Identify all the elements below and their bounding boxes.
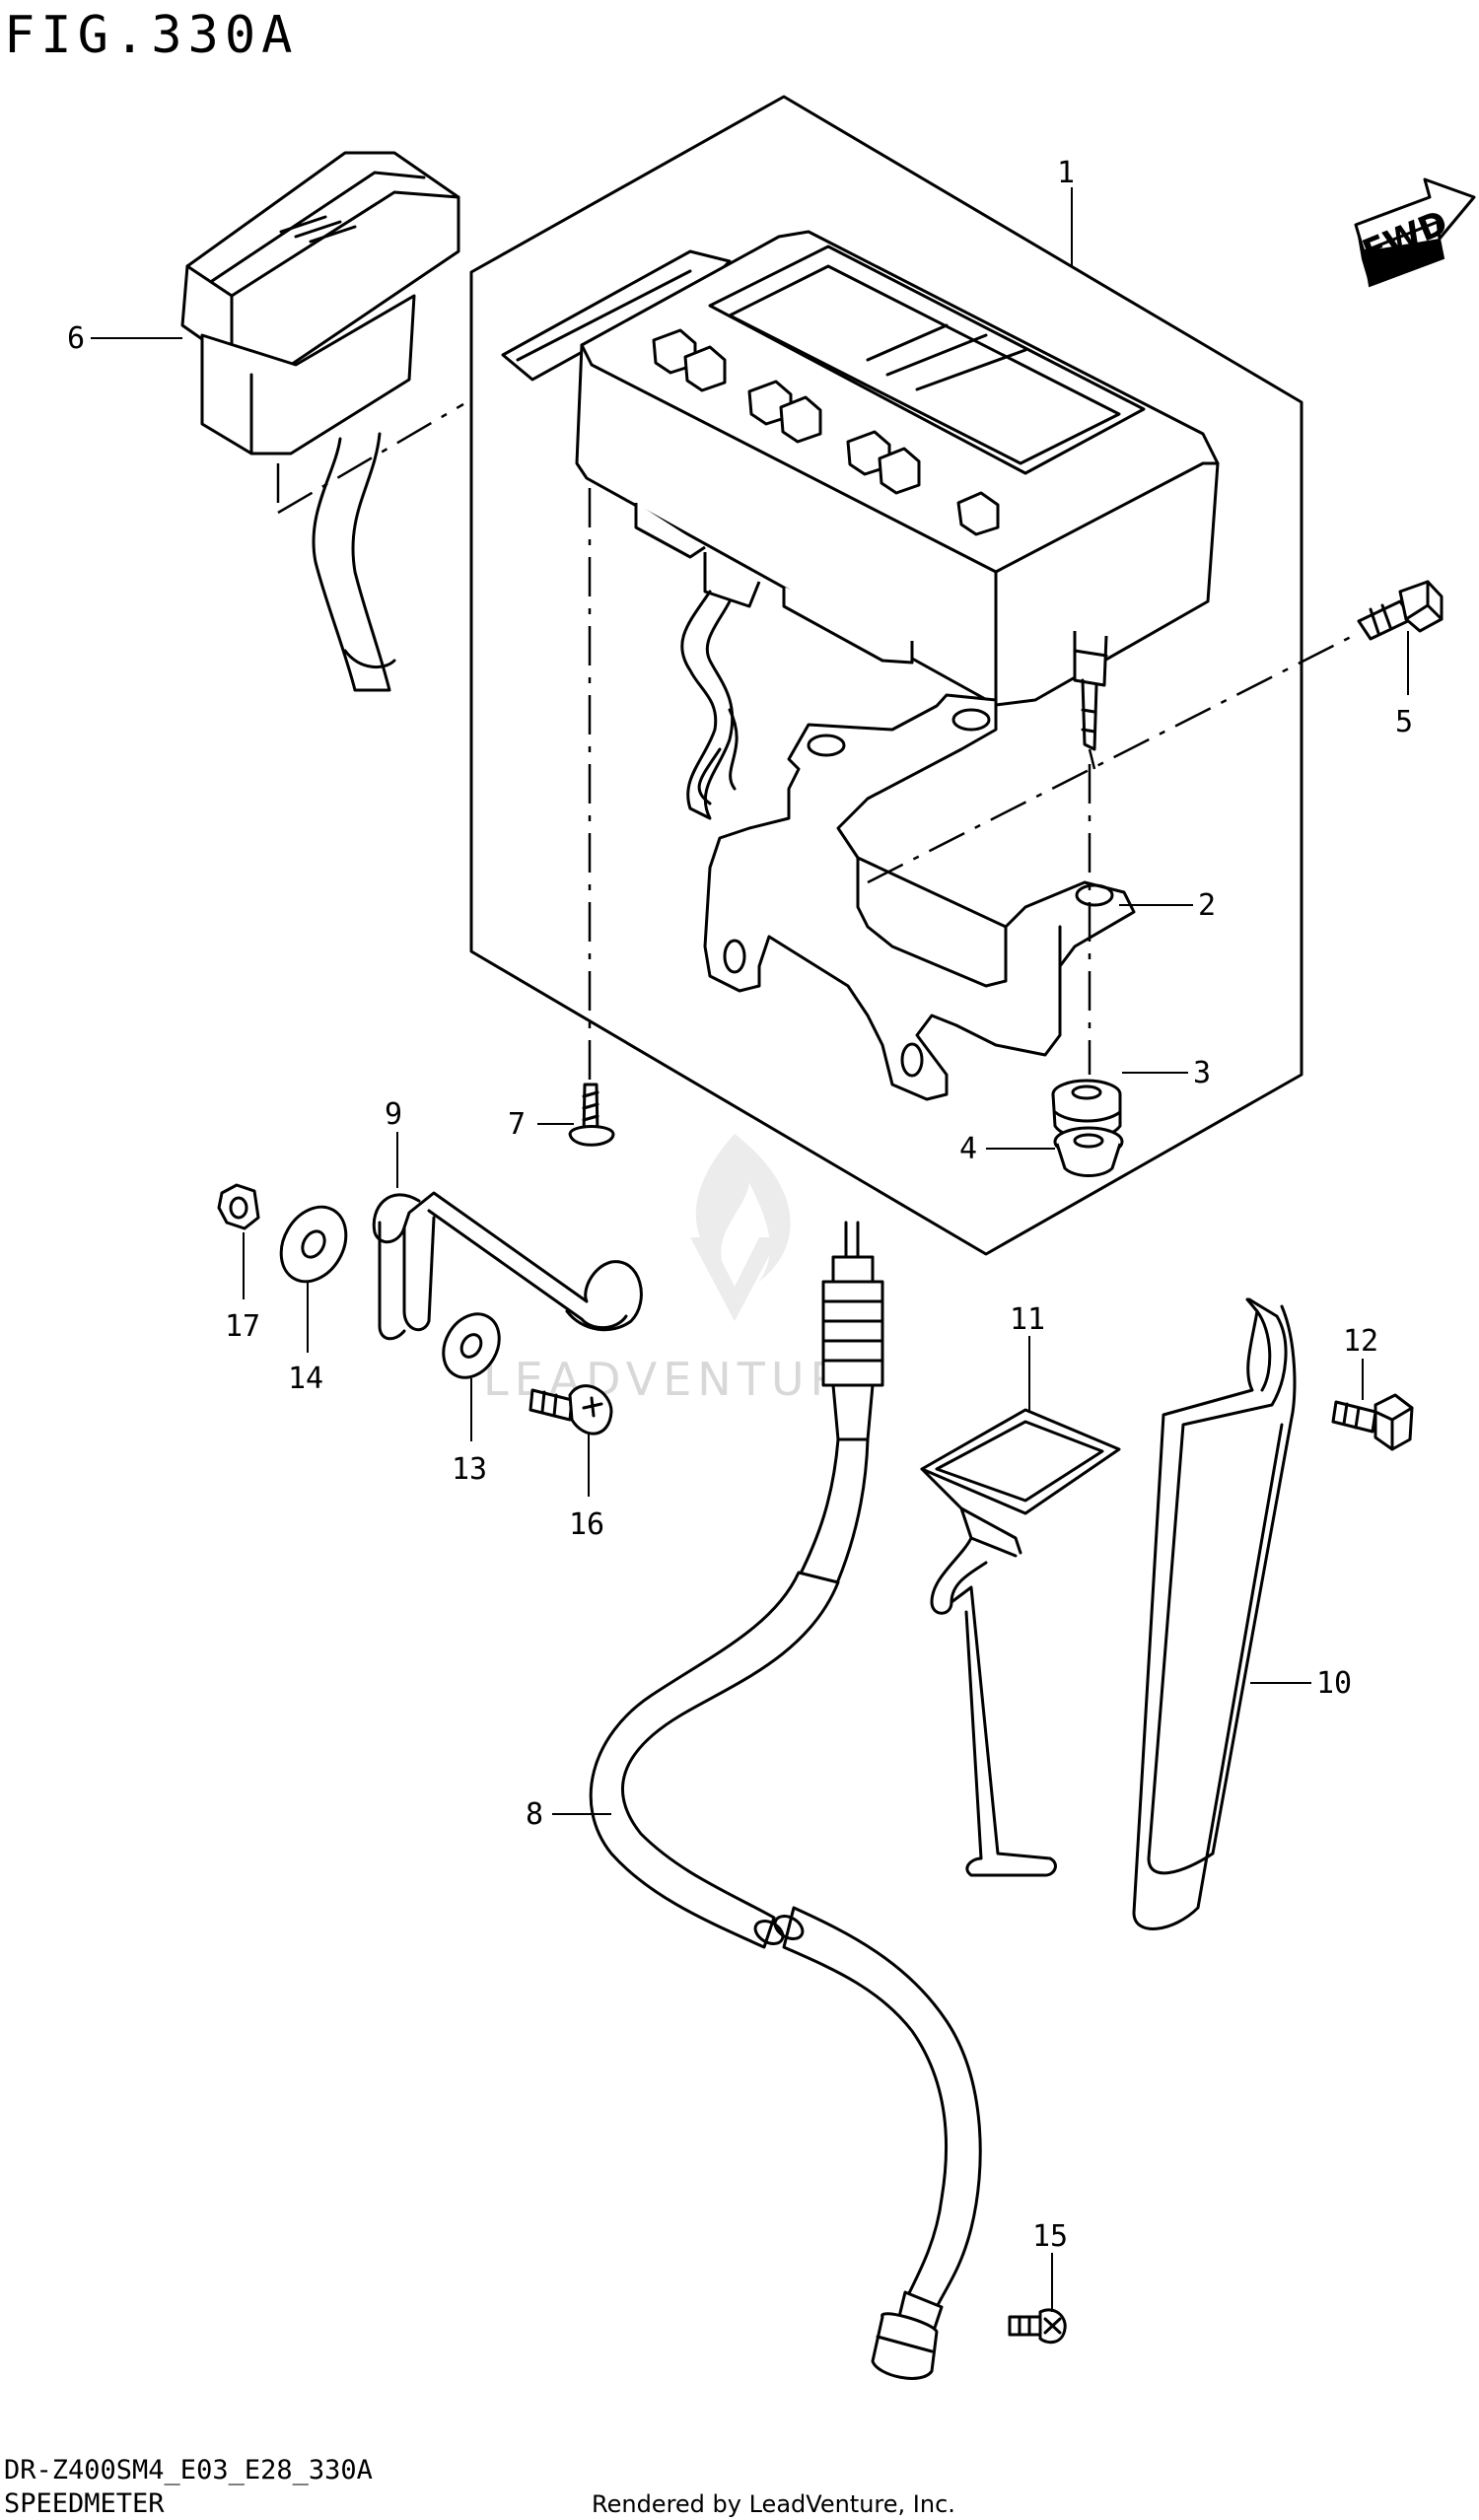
model-code: DR-Z400SM4_E03_E28_330A: [4, 2455, 373, 2485]
callout-14: 14: [288, 1362, 323, 1396]
callout-2: 2: [1198, 888, 1216, 923]
part-4-collar: [1053, 1126, 1124, 1177]
callout-11: 11: [1010, 1302, 1045, 1337]
part-13-washer: [442, 1312, 501, 1379]
callout-3: 3: [1193, 1056, 1211, 1090]
part-1-speedometer-head: [501, 230, 1220, 820]
assembly-outline: [469, 95, 1303, 1256]
render-credit: Rendered by LeadVenture, Inc.: [592, 2490, 955, 2518]
callout-16: 16: [569, 1507, 604, 1542]
callout-5: 5: [1395, 705, 1413, 739]
part-17-nut: [217, 1183, 260, 1230]
callouts: 1 2 3 4 5 6 7 8 9 10 11 12 13 14 15 16 1: [67, 156, 1413, 2312]
callout-1: 1: [1057, 156, 1075, 190]
callout-13: 13: [452, 1452, 487, 1487]
part-16-screw: [528, 1384, 613, 1435]
part-6-meter-lamp: [180, 151, 460, 692]
part-12-bolt: [1331, 1393, 1414, 1451]
callout-6: 6: [67, 321, 85, 356]
alignment-lines: [276, 402, 1354, 1080]
fwd-arrow-icon: FWD: [1354, 177, 1476, 288]
section-name: SPEEDMETER: [4, 2488, 165, 2519]
part-10-band: [1132, 1297, 1297, 1930]
part-8-speedometer-cable: [589, 1221, 982, 2380]
part-5-bolt: [1357, 580, 1444, 641]
part-15-screw: [1008, 2308, 1067, 2345]
callout-7: 7: [508, 1107, 526, 1142]
callout-15: 15: [1032, 2219, 1068, 2254]
part-9-wire-hook: [372, 1191, 643, 1341]
part-2-bracket: [703, 693, 1136, 1101]
part-7-screw: [568, 1083, 615, 1147]
part-14-washer: [279, 1205, 348, 1284]
callout-12: 12: [1343, 1324, 1378, 1359]
part-11-cable-guide: [920, 1408, 1121, 1877]
callout-17: 17: [225, 1309, 260, 1344]
callout-4: 4: [959, 1132, 977, 1166]
figure-title: FIG.330A: [4, 6, 299, 65]
callout-9: 9: [385, 1097, 402, 1132]
callout-8: 8: [526, 1797, 543, 1832]
callout-10: 10: [1316, 1666, 1352, 1701]
